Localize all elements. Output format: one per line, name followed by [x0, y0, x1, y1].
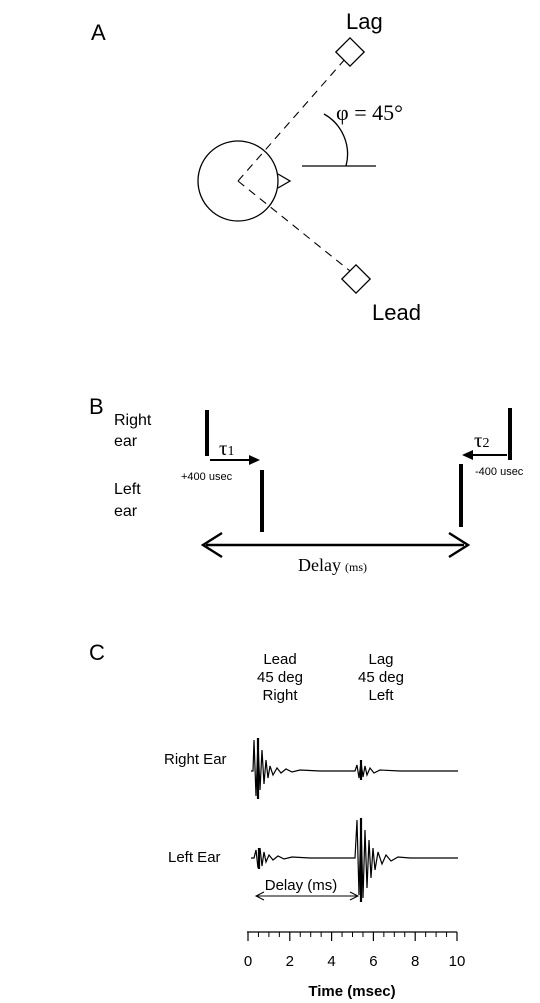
tau1-arrowhead-icon	[249, 455, 260, 465]
time-axis-tick-label: 4	[327, 953, 335, 970]
angle-arc	[323, 113, 349, 167]
panel-b: B Right ear Left ear τ1 τ2 +400 usec -40…	[89, 394, 524, 575]
panel-c: C Lead 45 deg Right Lag 45 deg Left Righ…	[89, 640, 465, 1000]
lag-label: Lag	[346, 9, 383, 34]
time-axis-title: Time (msec)	[308, 983, 395, 1000]
lag-header: Lag 45 deg Left	[358, 651, 404, 704]
tau2-subscript: 2	[482, 436, 489, 451]
tau1-symbol: τ	[219, 436, 227, 460]
panel-c-letter: C	[89, 640, 105, 665]
delay-ms-right-arrowhead-icon	[349, 891, 360, 901]
lag-header-line1: Lag	[368, 651, 393, 668]
lead-label: Lead	[372, 300, 421, 325]
lead-header: Lead 45 deg Right	[257, 651, 303, 704]
panel-a: A Lag Lead φ = 45°	[91, 9, 421, 325]
tau2-arrowhead-icon	[462, 450, 473, 460]
right-ear-label-line2: ear	[114, 433, 138, 450]
phi-angle-label: φ = 45°	[336, 100, 403, 125]
nose-icon	[277, 173, 292, 189]
left-ear-waveform	[251, 819, 458, 899]
panel-a-letter: A	[91, 20, 106, 45]
panel-b-letter: B	[89, 394, 104, 419]
minus-400-usec-label: -400 usec	[475, 466, 524, 478]
plus-400-usec-label: +400 usec	[181, 471, 233, 483]
time-axis-tick-label: 10	[449, 953, 466, 970]
lead-header-line3: Right	[262, 687, 298, 704]
left-ear-trace-label: Left Ear	[168, 849, 221, 866]
time-axis-ticks: 0 2 4 6 8 10	[244, 932, 466, 970]
tau2-label: τ2	[474, 428, 489, 452]
right-ear-waveform	[251, 739, 458, 797]
lead-header-line1: Lead	[263, 651, 296, 668]
time-axis-tick-label: 2	[286, 953, 294, 970]
time-axis-tick-label: 0	[244, 953, 252, 970]
time-axis-tick-label: 6	[369, 953, 377, 970]
lag-header-line3: Left	[368, 687, 394, 704]
delay-ms-left-arrowhead-icon	[254, 891, 265, 901]
delay-word: Delay	[298, 555, 341, 575]
right-ear-label-line1: Right	[114, 412, 152, 429]
time-axis-tick-label: 8	[411, 953, 419, 970]
right-ear-trace-label: Right Ear	[164, 751, 227, 768]
tau1-subscript: 1	[227, 444, 234, 459]
lag-speaker-icon	[334, 36, 366, 68]
tau2-symbol: τ	[474, 428, 482, 452]
phi-symbol: φ	[336, 100, 349, 125]
delay-unit: (ms)	[345, 560, 367, 574]
lead-header-line2: 45 deg	[257, 669, 303, 686]
delay-arrow-left-head-icon	[200, 531, 223, 559]
lead-dashed-line	[237, 180, 351, 272]
delay-label: Delay (ms)	[298, 555, 367, 575]
left-ear-label-line1: Left	[114, 481, 141, 498]
lag-header-line2: 45 deg	[358, 669, 404, 686]
lead-speaker-icon	[340, 263, 372, 295]
tau1-label: τ1	[219, 436, 234, 460]
head-icon	[197, 140, 292, 222]
phi-value: = 45°	[349, 100, 403, 125]
delay-arrow-right-head-icon	[448, 531, 471, 559]
delay-ms-label: Delay (ms)	[265, 877, 338, 894]
left-ear-label-line2: ear	[114, 503, 138, 520]
